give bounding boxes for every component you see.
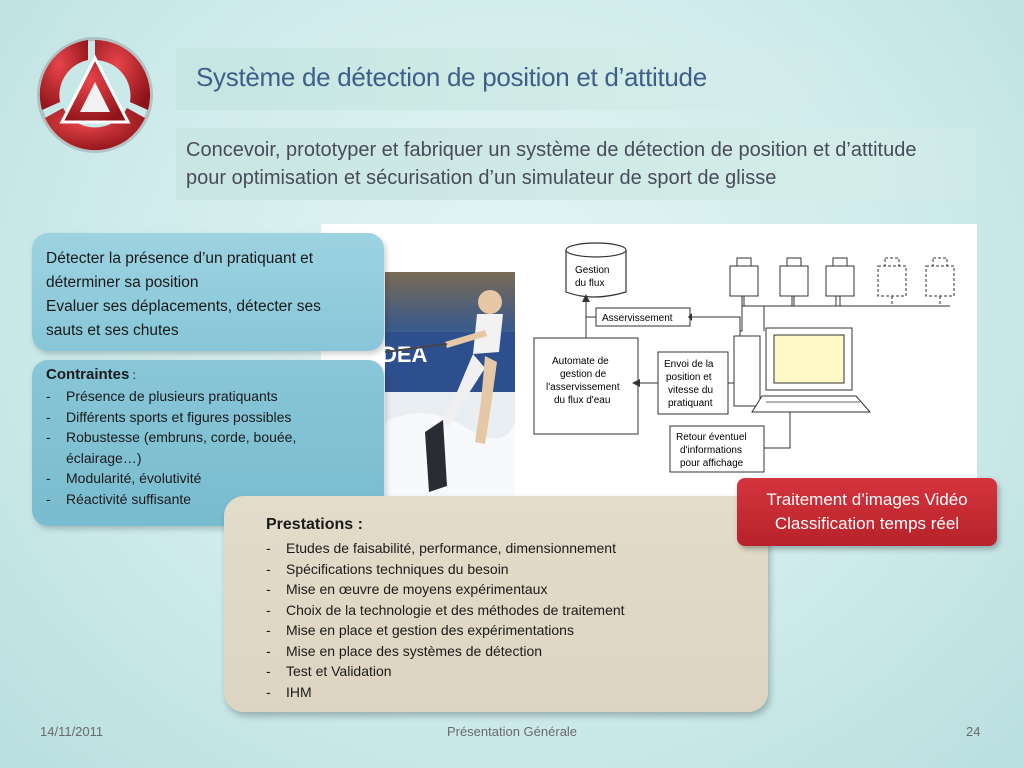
envoi-label-1: Envoi de la [664,359,714,370]
retour-label-3: pour affichage [680,458,744,469]
banner-text: DEA [385,342,428,367]
list-item: Modularité, évolutivité [46,468,366,489]
constraints-heading: Contraintes : [46,366,137,383]
list-item: Spécifications techniques du besoin [266,559,746,580]
services-box: Prestations : Etudes de faisabilité, per… [224,496,768,712]
automate-label-1: Automate de [552,356,609,367]
slide-subtitle: Concevoir, prototyper et fabriquer un sy… [186,136,966,192]
envoi-label-2: position et [666,372,712,383]
detect-line-2: déterminer sa position [46,274,199,291]
list-item: Mise en place et gestion des expérimenta… [266,620,746,641]
list-item: Réactivité suffisante [46,489,366,510]
list-item: Présence de plusieurs pratiquants [46,386,366,407]
detect-line-1: Détecter la présence d’un pratiquant et [46,250,314,267]
retour-box [669,425,765,473]
flux-database-icon [565,242,627,298]
slide-title: Système de détection de position et d’at… [196,62,707,92]
automate-box [533,337,639,435]
envoi-box [657,351,729,415]
diagram-arrowheads [582,294,692,387]
automate-label-2: gestion de [560,369,607,380]
company-logo [30,30,160,160]
automate-label-3: l'asservissement [546,382,620,393]
footer-title: Présentation Générale [446,724,578,739]
page-number: 24 [966,724,981,739]
list-item: Choix de la technologie et des méthodes … [266,600,746,621]
surf-simulator-photo: DEA [385,272,515,496]
constraints-list: Présence de plusieurs pratiquants Différ… [46,386,366,509]
retour-label-2: d'informations [680,445,742,456]
envoi-label-4: pratiquant [668,398,713,409]
detect-line-3: Evaluer ses déplacements, détecter ses [46,298,321,315]
retour-label-1: Retour éventuel [676,432,747,443]
callout-line-1: Traitement d’images Vidéo [766,490,968,509]
list-item: Test et Validation [266,661,746,682]
list-item: Etudes de faisabilité, performance, dime… [266,538,746,559]
callout-line-2: Classification temps réel [774,514,960,533]
video-processing-callout: Traitement d’images Vidéo Classification… [737,478,997,546]
subtitle-line-1: Concevoir, prototyper et fabriquer un sy… [186,139,917,161]
detection-text: Détecter la présence d’un pratiquant et … [46,247,376,343]
gestion-label-1: Gestion [575,265,609,276]
detect-line-4: sauts et ses chutes [46,322,179,339]
list-item: Robustesse (embruns, corde, bouée, éclai… [46,427,366,468]
list-item: IHM [266,682,746,703]
asserv-label: Asservissement [602,313,673,324]
subtitle-line-2: pour optimisation et sécurisation d’un s… [186,167,777,189]
footer-date: 14/11/2011 [40,724,104,739]
system-block-diagram: Gestion du flux Asservissement Automate … [533,242,955,473]
title-bar: Système de détection de position et d’at… [176,48,856,110]
envoi-label-3: vitesse du [668,385,713,396]
list-item: Différents sports et figures possibles [46,407,366,428]
camera-icons [729,257,955,297]
subtitle-bar: Concevoir, prototyper et fabriquer un sy… [176,128,976,200]
list-item: Mise en place des systèmes de détection [266,641,746,662]
automate-label-4: du flux d'eau [554,395,610,406]
detection-objectives-box: Détecter la présence d’un pratiquant et … [32,233,384,351]
computer-icon [733,327,872,413]
services-heading: Prestations : [266,516,363,533]
services-list: Etudes de faisabilité, performance, dime… [266,538,746,702]
list-item: Mise en œuvre de moyens expérimentaux [266,579,746,600]
gestion-label-2: du flux [575,278,604,289]
